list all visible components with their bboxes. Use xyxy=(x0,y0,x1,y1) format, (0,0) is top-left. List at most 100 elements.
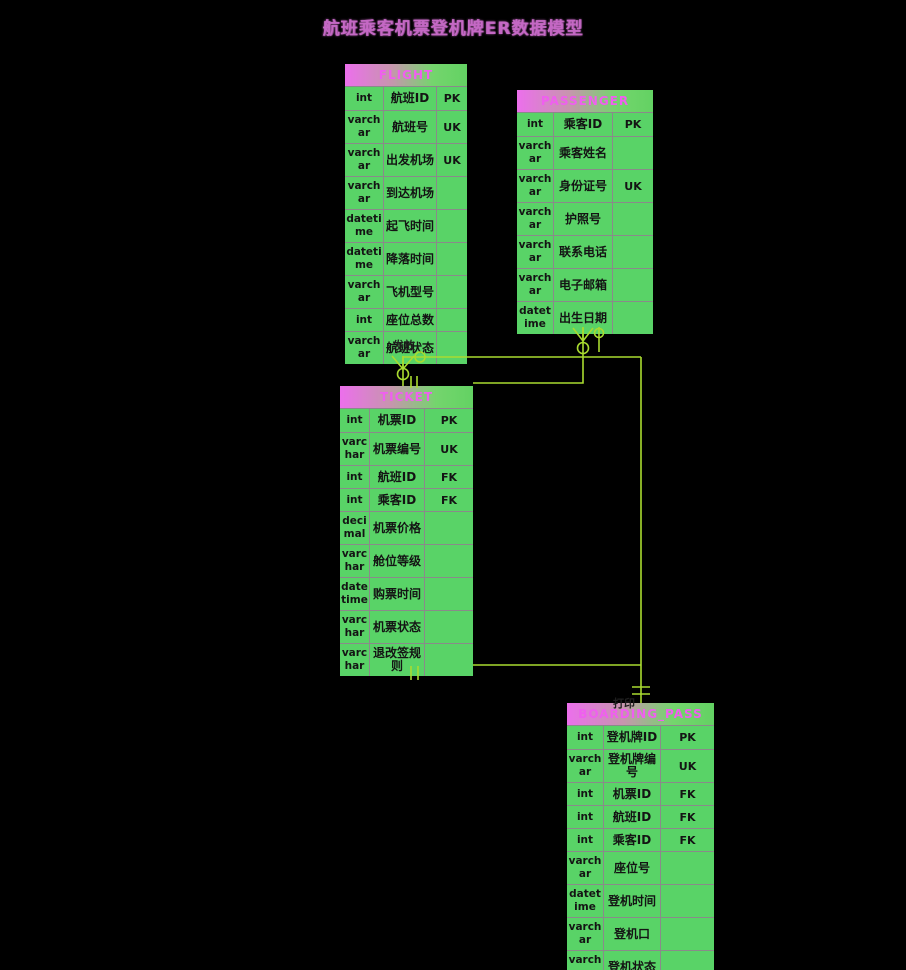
one-ticks-boardingpass-top-icon xyxy=(632,686,650,695)
attribute-key-passenger-6 xyxy=(613,301,653,334)
attribute-type-passenger-1: varchar xyxy=(517,136,553,169)
attribute-type-boarding_pass-8: varchar xyxy=(567,950,603,970)
attribute-key-flight-2: UK xyxy=(437,143,467,176)
attribute-type-boarding_pass-5: varchar xyxy=(567,851,603,884)
attribute-name-boarding_pass-4: 乘客ID xyxy=(603,828,661,851)
attribute-type-boarding_pass-3: int xyxy=(567,805,603,828)
attribute-key-ticket-6 xyxy=(425,577,473,610)
attribute-type-boarding_pass-0: int xyxy=(567,726,603,749)
attribute-name-flight-6: 飞机型号 xyxy=(383,275,437,308)
attribute-type-flight-7: int xyxy=(345,308,383,331)
entity-header-ticket: TICKET xyxy=(340,386,473,409)
attribute-name-ticket-2: 航班ID xyxy=(369,465,425,488)
attribute-name-passenger-0: 乘客ID xyxy=(553,113,613,136)
attribute-key-flight-3 xyxy=(437,176,467,209)
zero-circle-passenger-icon xyxy=(576,341,590,355)
attribute-name-ticket-4: 机票价格 xyxy=(369,511,425,544)
attribute-type-boarding_pass-6: datetime xyxy=(567,884,603,917)
attribute-name-boarding_pass-3: 航班ID xyxy=(603,805,661,828)
attribute-key-ticket-8 xyxy=(425,643,473,676)
attribute-key-boarding_pass-6 xyxy=(661,884,714,917)
attribute-name-boarding_pass-5: 座位号 xyxy=(603,851,661,884)
attribute-key-flight-4 xyxy=(437,209,467,242)
attribute-type-ticket-4: decimal xyxy=(340,511,369,544)
attribute-name-passenger-4: 联系电话 xyxy=(553,235,613,268)
attribute-key-ticket-4 xyxy=(425,511,473,544)
attribute-type-boarding_pass-4: int xyxy=(567,828,603,851)
attribute-key-boarding_pass-5 xyxy=(661,851,714,884)
attribute-type-ticket-8: varchar xyxy=(340,643,369,676)
attribute-name-ticket-5: 舱位等级 xyxy=(369,544,425,577)
attribute-key-ticket-2: FK xyxy=(425,465,473,488)
attribute-name-ticket-3: 乘客ID xyxy=(369,488,425,511)
attribute-name-ticket-6: 购票时间 xyxy=(369,577,425,610)
attribute-name-boarding_pass-7: 登机口 xyxy=(603,917,661,950)
attribute-key-boarding_pass-1: UK xyxy=(661,749,714,782)
attribute-key-boarding_pass-8 xyxy=(661,950,714,970)
attribute-name-passenger-2: 身份证号 xyxy=(553,169,613,202)
diagram-title: 航班乘客机票登机牌ER数据模型 xyxy=(322,19,584,39)
attribute-name-boarding_pass-2: 机票ID xyxy=(603,782,661,805)
attribute-name-boarding_pass-6: 登机时间 xyxy=(603,884,661,917)
attribute-name-flight-3: 到达机场 xyxy=(383,176,437,209)
attribute-name-boarding_pass-0: 登机牌ID xyxy=(603,726,661,749)
attribute-type-ticket-5: varchar xyxy=(340,544,369,577)
attribute-key-flight-0: PK xyxy=(437,87,467,110)
attribute-key-passenger-0: PK xyxy=(613,113,653,136)
attribute-key-boarding_pass-4: FK xyxy=(661,828,714,851)
attribute-type-ticket-1: varchar xyxy=(340,432,369,465)
attribute-name-ticket-1: 机票编号 xyxy=(369,432,425,465)
attribute-name-ticket-0: 机票ID xyxy=(369,409,425,432)
attribute-type-ticket-2: int xyxy=(340,465,369,488)
attribute-key-boarding_pass-3: FK xyxy=(661,805,714,828)
attribute-name-passenger-3: 护照号 xyxy=(553,202,613,235)
attribute-type-passenger-0: int xyxy=(517,113,553,136)
attribute-type-boarding_pass-1: varchar xyxy=(567,749,603,782)
attribute-type-passenger-3: varchar xyxy=(517,202,553,235)
attribute-key-passenger-5 xyxy=(613,268,653,301)
attribute-type-passenger-2: varchar xyxy=(517,169,553,202)
attribute-type-flight-4: datetime xyxy=(345,209,383,242)
attribute-name-flight-4: 起飞时间 xyxy=(383,209,437,242)
attribute-type-passenger-4: varchar xyxy=(517,235,553,268)
relationship-label-ticket-boardingpass: 打印 xyxy=(613,697,635,710)
attribute-name-ticket-8: 退改签规则 xyxy=(369,643,425,676)
attribute-key-passenger-2: UK xyxy=(613,169,653,202)
entity-header-flight: FLIGHT xyxy=(345,64,467,87)
entity-header-boarding_pass: BOARDING_PASS xyxy=(567,703,714,726)
attribute-key-passenger-4 xyxy=(613,235,653,268)
attribute-type-ticket-0: int xyxy=(340,409,369,432)
attribute-key-ticket-7 xyxy=(425,610,473,643)
attribute-name-passenger-1: 乘客姓名 xyxy=(553,136,613,169)
attribute-name-flight-2: 出发机场 xyxy=(383,143,437,176)
attribute-type-ticket-7: varchar xyxy=(340,610,369,643)
attribute-key-ticket-0: PK xyxy=(425,409,473,432)
attribute-key-ticket-5 xyxy=(425,544,473,577)
attribute-key-boarding_pass-0: PK xyxy=(661,726,714,749)
attribute-key-passenger-1 xyxy=(613,136,653,169)
attribute-type-flight-2: varchar xyxy=(345,143,383,176)
attribute-name-boarding_pass-1: 登机牌编号 xyxy=(603,749,661,782)
attribute-name-flight-0: 航班ID xyxy=(383,87,437,110)
attribute-key-ticket-1: UK xyxy=(425,432,473,465)
attribute-key-flight-8 xyxy=(437,331,467,364)
attribute-type-flight-6: varchar xyxy=(345,275,383,308)
attribute-type-ticket-6: datetime xyxy=(340,577,369,610)
attribute-name-passenger-6: 出生日期 xyxy=(553,301,613,334)
attribute-name-flight-1: 航班号 xyxy=(383,110,437,143)
attribute-key-boarding_pass-7 xyxy=(661,917,714,950)
attribute-key-flight-6 xyxy=(437,275,467,308)
attribute-type-flight-1: varchar xyxy=(345,110,383,143)
attribute-key-flight-5 xyxy=(437,242,467,275)
edge-passenger-ticket xyxy=(473,327,584,384)
attribute-type-boarding_pass-7: varchar xyxy=(567,917,603,950)
attribute-type-flight-8: varchar xyxy=(345,331,383,364)
attribute-key-boarding_pass-2: FK xyxy=(661,782,714,805)
attribute-type-passenger-5: varchar xyxy=(517,268,553,301)
attribute-key-flight-7 xyxy=(437,308,467,331)
